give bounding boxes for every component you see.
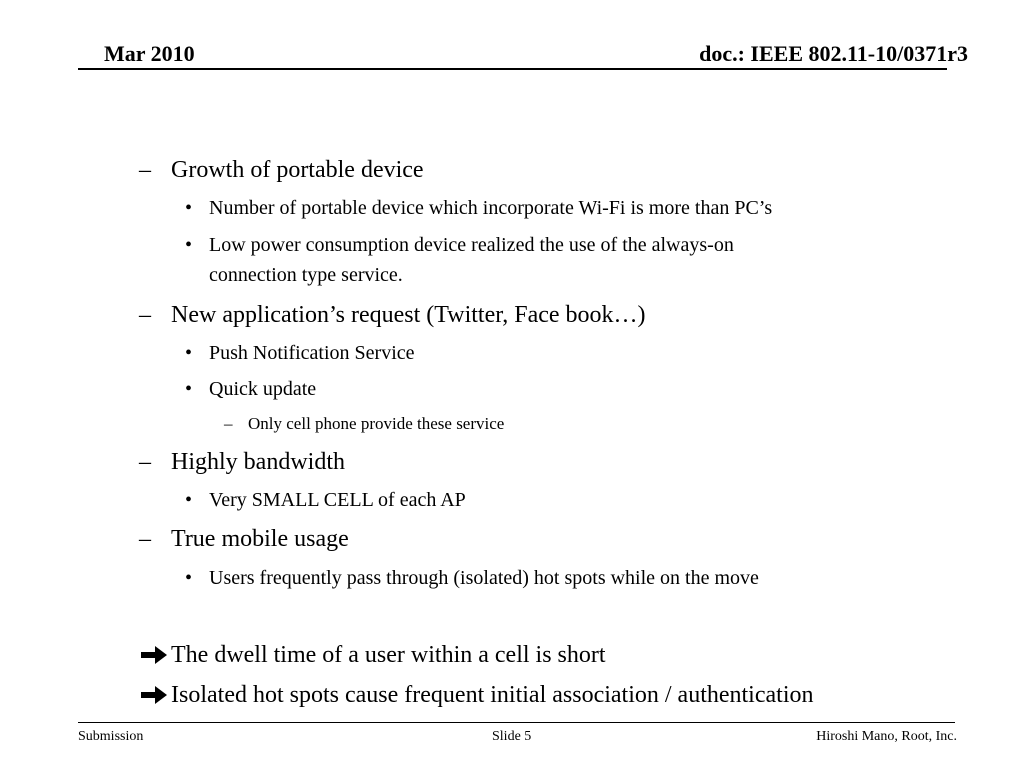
conclusion-text: The dwell time of a user within a cell i… (171, 642, 606, 668)
header-divider (78, 68, 947, 70)
bullet-item-text: Users frequently pass through (isolated)… (209, 567, 759, 589)
right-arrow-icon (141, 686, 167, 704)
sub-bullet-item-text: Only cell phone provide these service (248, 414, 505, 433)
dash-marker: – (139, 302, 151, 328)
right-arrow-icon (141, 646, 167, 664)
bullet-item-continuation: connection type service. (209, 264, 403, 286)
bullet-marker: • (185, 378, 193, 400)
bullet-item-text: Push Notification Service (209, 342, 415, 364)
conclusion-text: Isolated hot spots cause frequent initia… (171, 682, 814, 708)
bullet-item-text: Low power consumption device realized th… (209, 234, 734, 256)
outline-item-text: Growth of portable device (171, 157, 424, 183)
bullet-item-text: Number of portable device which incorpor… (209, 197, 773, 219)
footer-author: Hiroshi Mano, Root, Inc. (816, 729, 957, 744)
bullet-marker: • (185, 567, 193, 589)
dash-marker: – (139, 157, 151, 183)
bullet-item-text: Quick update (209, 378, 317, 400)
bullet-marker: • (185, 197, 193, 219)
outline-item-text: New application’s request (Twitter, Face… (171, 302, 646, 328)
dash-marker: – (139, 449, 151, 475)
dash-marker: – (139, 526, 151, 552)
bullet-item-text: Very SMALL CELL of each AP (209, 489, 466, 511)
footer-submission: Submission (78, 729, 144, 744)
outline-item-text: Highly bandwidth (171, 449, 345, 475)
bullet-marker: • (185, 234, 193, 256)
header-date: Mar 2010 (104, 41, 195, 66)
outline-item-text: True mobile usage (171, 526, 349, 552)
bullet-marker: • (185, 489, 193, 511)
footer-slide-number: Slide 5 (492, 729, 532, 744)
dash-marker: – (224, 414, 233, 433)
slide-body: – Growth of portable device • Number of … (139, 157, 814, 708)
bullet-marker: • (185, 342, 193, 364)
footer-divider (78, 722, 955, 723)
header-doc-id: doc.: IEEE 802.11-10/0371r3 (699, 41, 968, 66)
